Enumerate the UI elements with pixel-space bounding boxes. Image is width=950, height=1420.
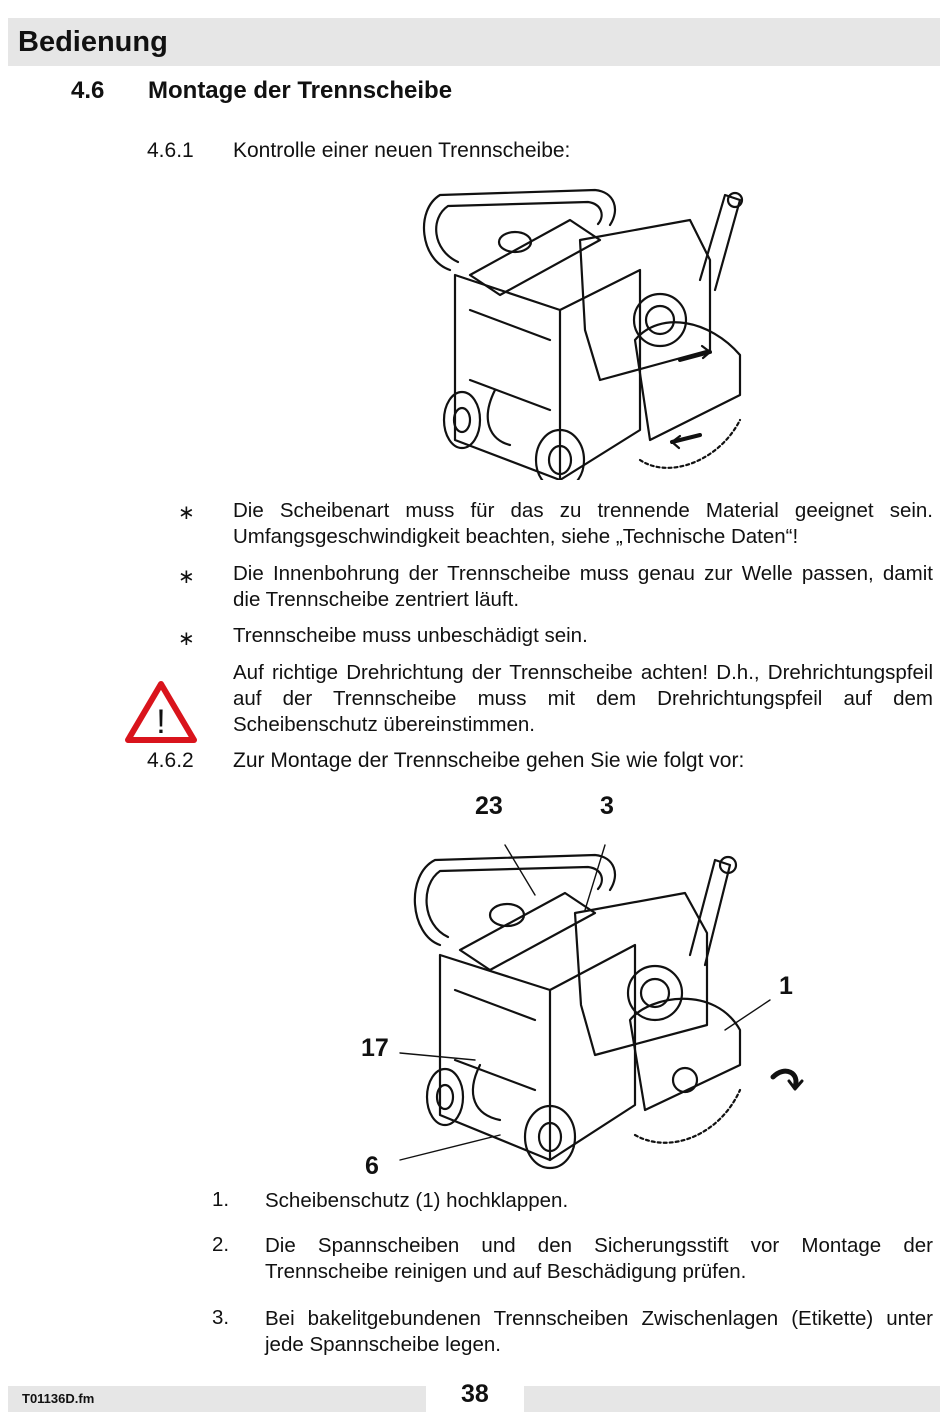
footer-bar-right (524, 1386, 940, 1412)
section-number: 4.6 (71, 77, 105, 104)
subsection-2-title: Zur Montage der Trennscheibe gehen Sie w… (233, 749, 745, 772)
step-text: Bei bakelitgebundenen Trennscheiben Zwis… (265, 1307, 933, 1356)
step-number: 3. (212, 1306, 230, 1329)
subsection-1-title: Kontrolle einer neuen Trennscheibe: (233, 139, 571, 162)
section-title: Montage der Trennscheibe (148, 77, 453, 104)
footer-filename: T01136D.fm (22, 1391, 95, 1406)
warning-text: Auf richtige Drehrichtung der Trennschei… (233, 661, 933, 736)
step-number: 2. (212, 1233, 230, 1256)
callout-17: 17 (361, 1034, 389, 1062)
bullet-text: Die Innenbohrung der Trennscheibe muss g… (233, 562, 933, 611)
warning-triangle-icon: ! (125, 681, 197, 743)
callout-6: 6 (365, 1152, 379, 1180)
header-title: Bedienung (18, 26, 168, 58)
subsection-2-number: 4.6.2 (147, 749, 194, 772)
callout-1: 1 (779, 972, 793, 1000)
bullet-symbol: ∗ (178, 566, 195, 588)
bullet-text: Trennscheibe muss unbeschädigt sein. (233, 624, 588, 647)
floor-saw-illustration-1 (422, 188, 744, 480)
callout-3: 3 (600, 792, 614, 820)
callout-23: 23 (475, 792, 503, 820)
warning-glyph: ! (156, 703, 165, 741)
step-text: Die Spannscheiben und den Sicherungsstif… (265, 1234, 933, 1283)
subsection-1-number: 4.6.1 (147, 139, 194, 162)
bullet-symbol: ∗ (178, 628, 195, 650)
page-number: 38 (461, 1380, 489, 1408)
floor-saw-illustration-2 (399, 844, 804, 1170)
bullet-text: Die Scheibenart muss für das zu trennend… (233, 499, 933, 548)
bullet-symbol: ∗ (178, 502, 195, 524)
footer-bar-left (8, 1386, 426, 1412)
step-number: 1. (212, 1188, 230, 1211)
step-text: Scheibenschutz (1) hochklappen. (265, 1189, 569, 1212)
header-bar: Bedienung (8, 18, 940, 66)
